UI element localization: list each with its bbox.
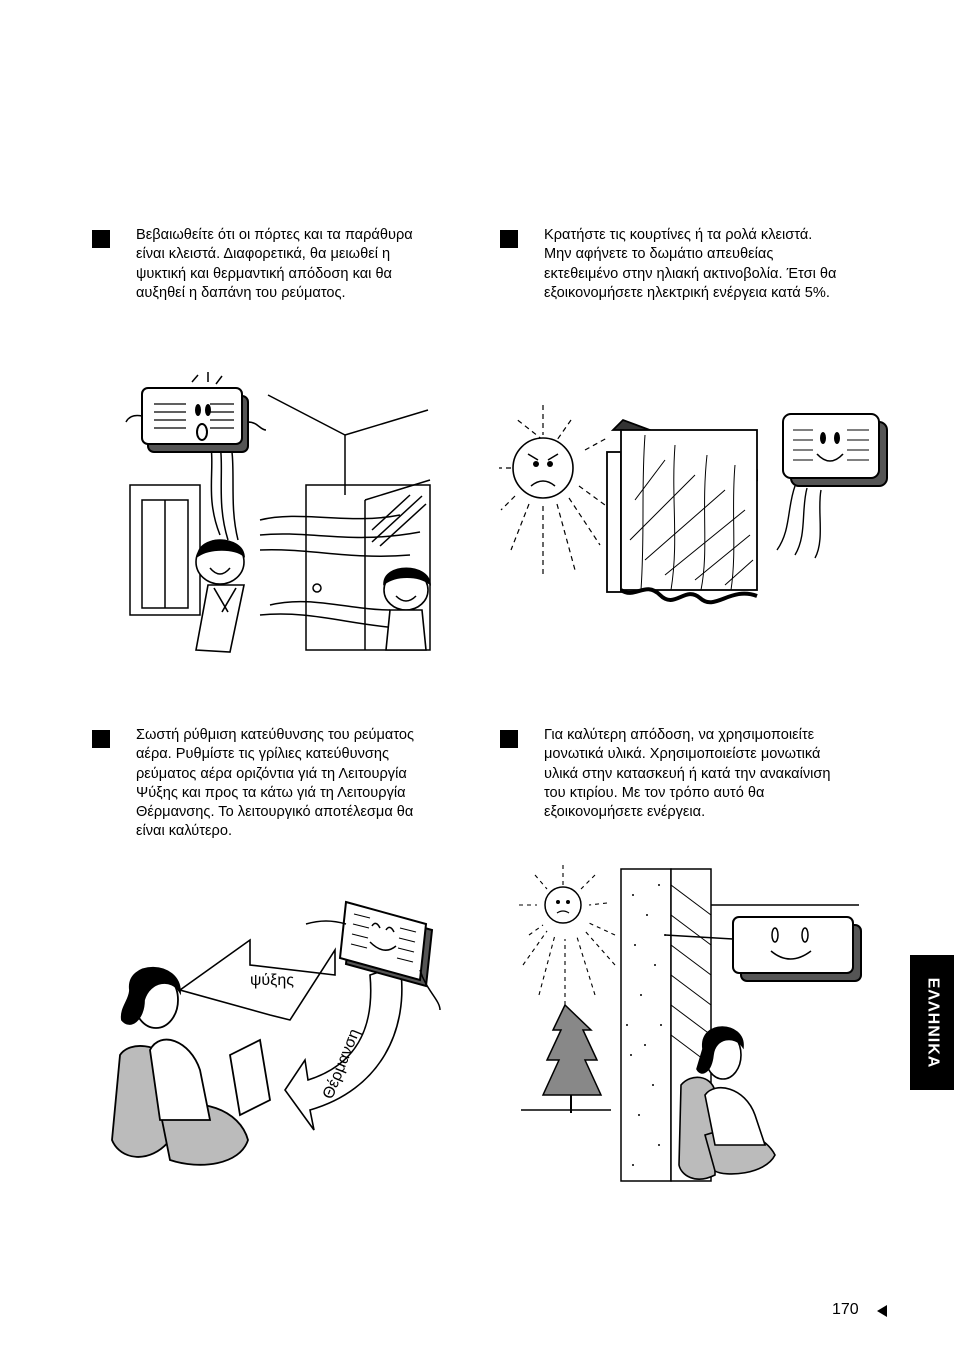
page-marker-icon (877, 1305, 887, 1317)
text-line: Σωστή ρύθμιση κατεύθυνσης του ρεύματος (136, 727, 415, 743)
text-line: Μην αφήνετε το δωμάτιο απευθείας (544, 246, 774, 263)
bullet-marker-2 (500, 230, 518, 248)
text-line: είναι καλύτερο. (136, 823, 233, 840)
text-line: ρεύματος αέρα οριζόντια γιά τη Λειτουργί… (136, 765, 407, 782)
text-line: εκτεθειμένο στην ηλιακή ακτινοβολία. Έτσ… (544, 265, 837, 282)
illustration-insulation (519, 865, 862, 1182)
bullet-marker-1 (92, 230, 110, 248)
text-line: Βεβαιωθείτε ότι οι πόρτες και τα παράθυρ… (136, 227, 413, 243)
tip-insulation-text: Για καλύτερη απόδοση, να χρησιμοποιείτε … (544, 726, 831, 822)
bullet-marker-3 (92, 730, 110, 748)
text-line: Θέρμανσης. Το λειτουργικό αποτέλεσμα θα (136, 804, 414, 821)
illustration-open-window-door (125, 372, 431, 653)
text-line: εξοικονομήσετε ηλεκτρική ενέργεια κατά 5… (544, 284, 830, 301)
tip-curtains-text: Κρατήστε τις κουρτίνες ή τα ρολά κλειστά… (544, 226, 836, 303)
language-tab-label: ΕΛΛΗΝΙΚΑ (924, 977, 941, 1068)
text-line: υλικά στην κατασκευή ή κατά την ανακαίνι… (544, 765, 831, 782)
text-line: αυξηθεί η δαπάνη του ρεύματος. (136, 284, 346, 301)
illustration-curtains-sun (499, 405, 888, 605)
text-line: Ψύξης και προς τα κάτω γιά τη Λειτουργία (136, 784, 406, 801)
illustration-airflow-direction: ψύξης Θέρμανση (111, 900, 441, 1166)
text-line: Κρατήστε τις κουρτίνες ή τα ρολά κλειστά… (544, 227, 813, 243)
cooling-label: ψύξης (250, 972, 294, 989)
text-line: μονωτικά υλικά. Χρησιμοποιείστε μονωτικά (544, 746, 821, 763)
text-line: ψυκτική και θερμαντική απόδοση και θα (136, 265, 392, 282)
bullet-marker-4 (500, 730, 518, 748)
page-number: 170 (832, 1301, 859, 1318)
tip-airflow-text: Σωστή ρύθμιση κατεύθυνσης του ρεύματος α… (136, 726, 414, 842)
tip-doors-windows-text: Βεβαιωθείτε ότι οι πόρτες και τα παράθυρ… (136, 226, 413, 303)
language-tab: ΕΛΛΗΝΙΚΑ (910, 955, 954, 1090)
text-line: του κτιρίου. Με τον τρόπο αυτό θα (544, 784, 765, 801)
text-line: αέρα. Ρυθμίστε τις γρίλιες κατεύθυνσης (136, 746, 390, 763)
text-line: Για καλύτερη απόδοση, να χρησιμοποιείτε (544, 727, 815, 743)
text-line: εξοικονομήσετε ενέργεια. (544, 804, 706, 821)
text-line: είναι κλειστά. Διαφορετικά, θα μειωθεί η (136, 246, 391, 263)
